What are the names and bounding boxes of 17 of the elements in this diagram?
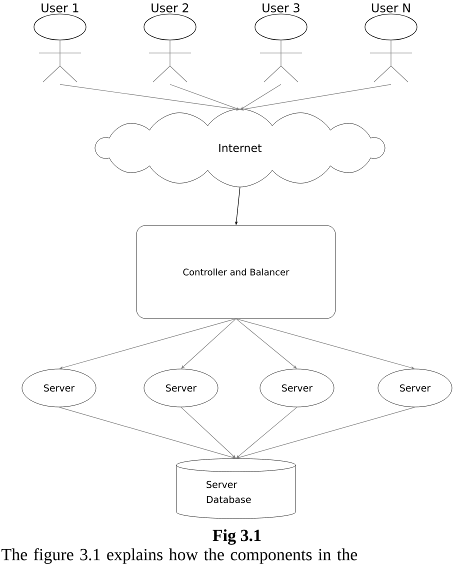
node-label: User N: [372, 3, 410, 12]
arrow: [240, 84, 282, 110]
database-cylinder: Server Database: [176, 458, 296, 519]
arrow: [180, 406, 236, 458]
user-figure: User 2: [144, 3, 196, 82]
arrow: [181, 318, 236, 369]
user-figure: User 3: [254, 3, 308, 82]
arrow: [236, 406, 298, 458]
figure-caption: Fig 3.1: [212, 529, 261, 545]
node-label: User 2: [152, 3, 188, 12]
paragraph-text: The figure 3.1 explains how the components in the: [2, 548, 358, 564]
user-figure: User N: [364, 3, 418, 82]
user-figure: User 1: [34, 3, 86, 82]
process-box: Controller and Balancer: [136, 225, 336, 319]
node-label: User 1: [42, 3, 78, 12]
node-label: User 3: [262, 3, 300, 12]
arrow: [236, 318, 297, 369]
